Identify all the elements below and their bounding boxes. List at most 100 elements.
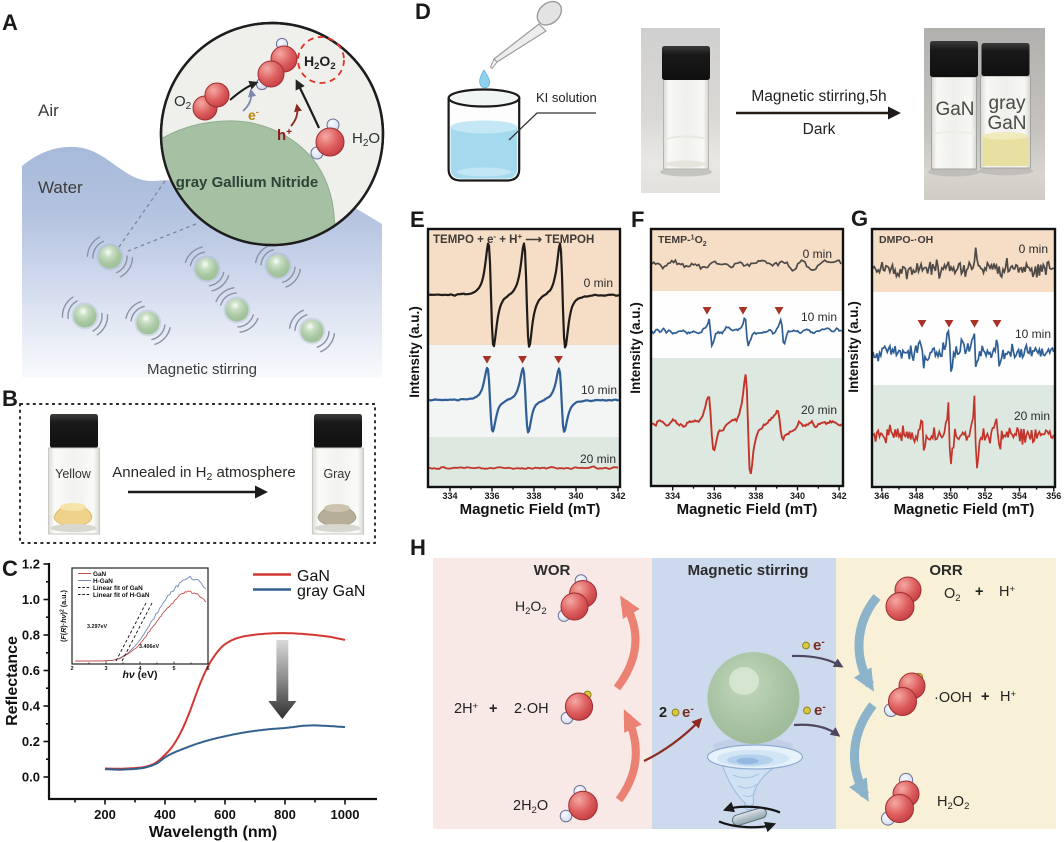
svg-text:0.4: 0.4 [22, 699, 41, 714]
svg-text:E: E [410, 207, 425, 232]
svg-text:Intensity (a.u.): Intensity (a.u.) [407, 306, 422, 398]
svg-text:H: H [410, 535, 426, 560]
svg-text:Magnetic Field (mT): Magnetic Field (mT) [460, 501, 601, 518]
svg-text:H2O2: H2O2 [937, 794, 969, 812]
svg-text:338: 338 [748, 491, 763, 501]
svg-text:10 min: 10 min [1015, 327, 1051, 341]
svg-text:Magnetic Field (mT): Magnetic Field (mT) [677, 501, 818, 518]
svg-text:200: 200 [94, 807, 116, 822]
svg-text:1.0: 1.0 [22, 592, 40, 607]
svg-text:20 min: 20 min [801, 403, 837, 417]
svg-text:H2O2: H2O2 [304, 53, 336, 72]
svg-text:400: 400 [154, 807, 176, 822]
svg-text:2H2O: 2H2O [513, 798, 548, 816]
svg-text:(F(R)·hν)2 (a.u.): (F(R)·hν)2 (a.u.) [59, 589, 68, 642]
svg-text:Yellow: Yellow [55, 467, 92, 481]
svg-text:H2O: H2O [352, 130, 380, 149]
svg-text:0 min: 0 min [584, 276, 613, 290]
svg-text:356: 356 [1046, 491, 1061, 501]
svg-text:WOR: WOR [534, 562, 571, 579]
svg-text:2H+: 2H+ [454, 701, 479, 717]
svg-text:336: 336 [707, 491, 722, 501]
svg-text:0.6: 0.6 [22, 663, 40, 678]
svg-text:e-: e- [814, 702, 826, 719]
svg-text:3.406eV: 3.406eV [139, 644, 159, 650]
svg-text:+: + [489, 701, 497, 717]
svg-text:gray: gray [989, 93, 1026, 114]
svg-text:A: A [2, 10, 18, 35]
svg-text:20 min: 20 min [1014, 409, 1050, 423]
svg-text:2·OH: 2·OH [514, 701, 549, 717]
svg-text:Linear fit of GaN: Linear fit of GaN [93, 585, 143, 592]
svg-text:348: 348 [909, 491, 924, 501]
svg-text:GaN: GaN [297, 568, 330, 585]
svg-text:e-: e- [248, 107, 259, 123]
svg-text:6: 6 [206, 666, 209, 672]
svg-text:Magnetic stirring: Magnetic stirring [147, 361, 257, 378]
svg-text:342: 342 [610, 491, 625, 501]
svg-text:350: 350 [943, 491, 958, 501]
svg-text:600: 600 [214, 807, 236, 822]
svg-text:Water: Water [38, 178, 83, 197]
svg-text:5: 5 [172, 666, 175, 672]
svg-text:C: C [2, 556, 18, 581]
svg-text:0.8: 0.8 [22, 628, 40, 643]
svg-text:3.297eV: 3.297eV [87, 624, 107, 630]
svg-text:D: D [415, 0, 431, 24]
svg-text:Reflectance: Reflectance [4, 636, 21, 726]
svg-text:800: 800 [274, 807, 296, 822]
svg-text:KI solution: KI solution [536, 90, 597, 105]
svg-text:B: B [2, 386, 18, 411]
svg-text:Gray: Gray [323, 467, 351, 481]
svg-text:Air: Air [38, 101, 59, 120]
svg-text:DMPO-·OH: DMPO-·OH [879, 234, 933, 246]
svg-text:+: + [981, 689, 989, 705]
svg-text:Intensity (a.u.): Intensity (a.u.) [628, 302, 643, 394]
svg-text:G: G [851, 206, 868, 231]
svg-text:2: 2 [70, 666, 73, 672]
svg-text:TEMP-1O2: TEMP-1O2 [658, 234, 707, 248]
svg-text:0.2: 0.2 [22, 734, 40, 749]
svg-text:10 min: 10 min [801, 310, 837, 324]
svg-text:20 min: 20 min [580, 452, 616, 466]
svg-text:Annealed in H2 atmosphere: Annealed in H2 atmosphere [112, 464, 295, 483]
svg-text:0.0: 0.0 [22, 770, 40, 785]
svg-text:Linear fit of H-GaN: Linear fit of H-GaN [93, 592, 150, 599]
svg-text:336: 336 [484, 491, 499, 501]
svg-text:gray GaN: gray GaN [297, 583, 365, 600]
svg-text:354: 354 [1012, 491, 1027, 501]
svg-text:0 min: 0 min [1019, 242, 1048, 256]
svg-text:352: 352 [977, 491, 992, 501]
svg-text:Intensity (a.u.): Intensity (a.u.) [846, 301, 861, 393]
svg-text:Magnetic stirring: Magnetic stirring [688, 562, 809, 579]
svg-text:GaN: GaN [935, 99, 974, 120]
svg-text:1.2: 1.2 [22, 557, 40, 572]
svg-text:gray Gallium Nitride: gray Gallium Nitride [176, 174, 319, 191]
svg-text:10 min: 10 min [581, 383, 617, 397]
svg-text:0 min: 0 min [803, 247, 832, 261]
svg-text:+: + [975, 584, 983, 600]
svg-text:H2O2: H2O2 [515, 598, 547, 617]
svg-text:338: 338 [526, 491, 541, 501]
svg-text:340: 340 [568, 491, 583, 501]
svg-text:334: 334 [665, 491, 680, 501]
svg-text:340: 340 [790, 491, 805, 501]
svg-text:TEMPO + e- + H+ ⟶ TEMPOH: TEMPO + e- + H+ ⟶ TEMPOH [433, 232, 594, 246]
svg-text:342: 342 [832, 491, 847, 501]
svg-text:GaN: GaN [93, 571, 107, 578]
svg-text:3: 3 [104, 666, 107, 672]
svg-text:Magnetic stirring,5h: Magnetic stirring,5h [751, 88, 886, 105]
svg-text:Dark: Dark [803, 121, 836, 138]
svg-text:GaN: GaN [987, 113, 1026, 134]
svg-text:4: 4 [138, 666, 142, 672]
svg-text:334: 334 [442, 491, 457, 501]
svg-text:2: 2 [659, 705, 667, 721]
svg-text:346: 346 [874, 491, 889, 501]
svg-text:F: F [631, 207, 644, 232]
svg-text:hν (eV): hν (eV) [122, 669, 157, 681]
svg-text:Wavelength (nm): Wavelength (nm) [149, 824, 277, 841]
svg-text:e-: e- [813, 637, 825, 654]
svg-text:Magnetic Field (mT): Magnetic Field (mT) [894, 501, 1035, 518]
svg-text:H-GaN: H-GaN [93, 578, 113, 585]
svg-text:·OOH: ·OOH [934, 690, 972, 706]
